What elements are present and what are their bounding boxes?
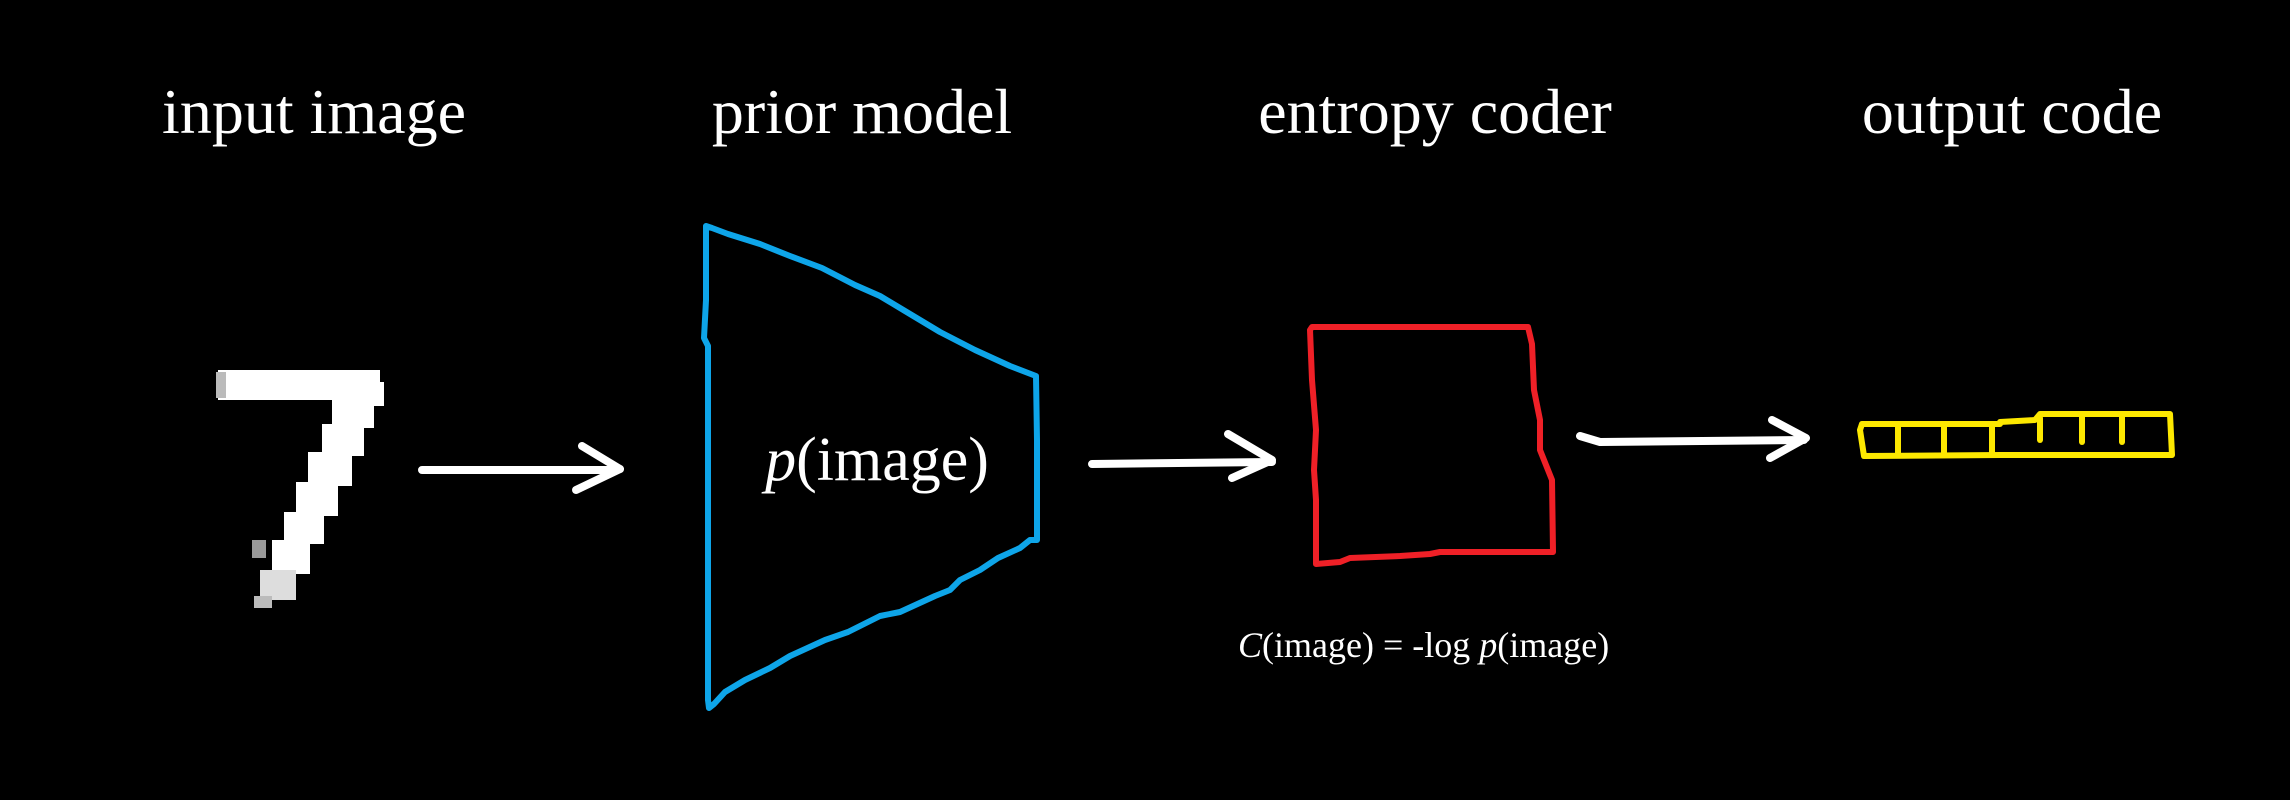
prior-label-arg: (image) [796,426,989,494]
arrow-input-to-prior-icon [418,442,624,494]
formula-c-var: C [1238,625,1263,665]
entropy-coder-heading: entropy coder [1258,76,1612,147]
prior-model-label: p(image) [765,420,989,500]
arrow-prior-to-coder-icon [1088,430,1276,482]
prior-model-heading: prior model [711,76,1013,147]
output-code-heading: output code [1861,76,2163,147]
code-length-formula: C(image) = -log p(image) [1238,620,1609,670]
formula-p-arg: (image) [1497,625,1610,665]
entropy-coder-box [1307,324,1556,567]
prior-label-var: p [765,426,797,494]
formula-c-arg: (image) = -log [1262,625,1480,665]
prior-model-trapezoid [701,223,1040,711]
input-digit-seven-image [216,370,384,608]
arrow-coder-to-output-icon [1576,416,1810,462]
output-code-bar [1857,411,2175,459]
formula-p-var: p [1479,625,1498,665]
input-image-heading: input image [162,76,466,147]
